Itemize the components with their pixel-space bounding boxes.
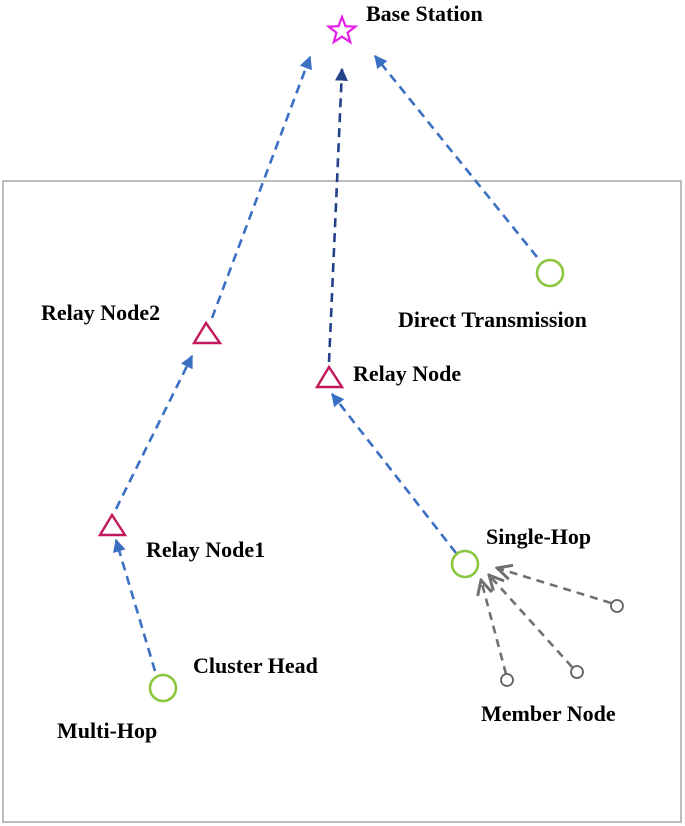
direct-cluster-head-circle-icon (535, 258, 565, 288)
single-hop-cluster-head-circle-icon (450, 549, 480, 579)
cluster-head-label: Cluster Head (193, 653, 318, 678)
relay-node-label: Relay Node (353, 361, 461, 386)
cluster-heads (148, 258, 565, 703)
link-singlehop-to-relay (330, 392, 458, 554)
relay-node1-label: Relay Node1 (146, 537, 265, 562)
links (113, 54, 539, 672)
base-station-star-icon (325, 13, 359, 45)
member-nodes (500, 599, 624, 687)
member-link-1 (497, 568, 612, 605)
member-link-3 (481, 580, 508, 675)
member-links (481, 568, 612, 675)
relay-node2-triangle-icon (191, 320, 223, 345)
link-direct-to-base (373, 54, 539, 258)
member-node-circle-icon (500, 673, 514, 687)
sensor-field-border (2, 180, 682, 823)
member-node-circle-icon (570, 665, 584, 679)
link-relay2-to-base (210, 55, 312, 319)
link-cluster-to-relay1 (113, 538, 157, 672)
link-relay-to-base (327, 67, 348, 363)
link-relay1-to-relay2 (114, 354, 194, 510)
relay-node-triangle-icon (314, 364, 345, 389)
member-node-label: Member Node (481, 701, 616, 726)
base-station-label: Base Station (366, 1, 483, 26)
relay-node1-triangle-icon (97, 512, 128, 537)
relay-nodes (97, 320, 345, 537)
member-link-2 (489, 575, 573, 668)
single-hop-label: Single-Hop (486, 524, 591, 549)
direct-transmission-label: Direct Transmission (398, 307, 587, 332)
member-node-circle-icon (610, 599, 624, 613)
multi-hop-label: Multi-Hop (57, 718, 157, 743)
relay-node2-label: Relay Node2 (41, 300, 160, 325)
multi-hop-cluster-head-circle-icon (148, 673, 178, 703)
